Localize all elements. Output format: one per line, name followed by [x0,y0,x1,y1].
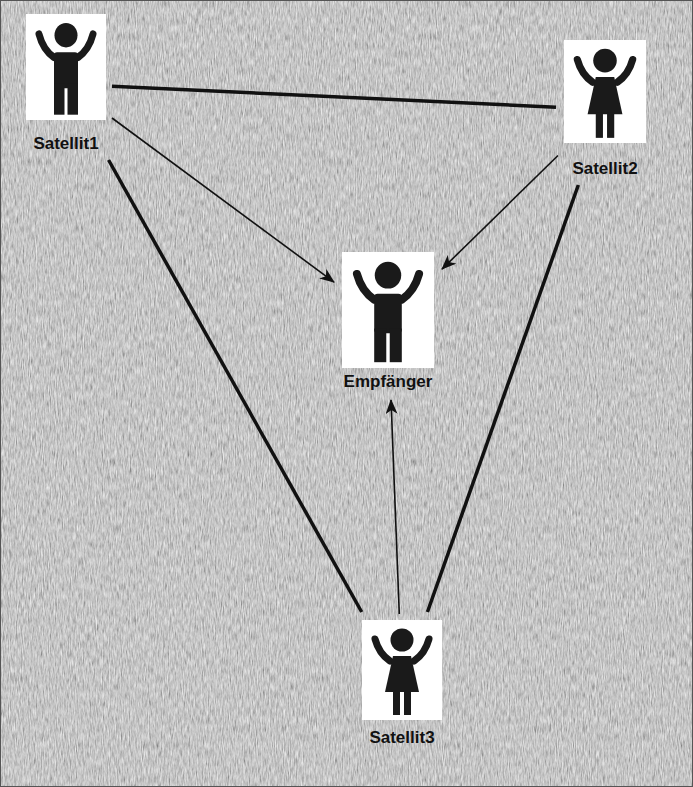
figure-leg [374,329,386,363]
icon-box [564,40,646,143]
icon-box [362,620,442,720]
figure-head [55,23,78,47]
node-label: Satellit3 [369,728,434,748]
person-node: Satellit2 [564,40,646,179]
person-figure [375,629,429,716]
figure-body [54,52,78,88]
figure-arm [78,34,93,57]
figure-body [374,294,402,333]
figure-arm [617,60,632,83]
node-label: Satellit1 [33,134,98,154]
figure-dress [385,656,419,692]
figure-arm [357,274,374,300]
person-figure [577,49,632,138]
link-line [427,185,578,612]
signal-arrow [391,400,399,614]
icon-box [342,252,434,368]
figure-leg [404,690,411,715]
person-icon [564,40,646,143]
link-line [109,160,362,612]
icon-box [26,14,106,120]
figure-leg [596,112,603,138]
node-label: Satellit2 [572,159,637,179]
signal-arrow [112,118,334,282]
figure-head [593,49,617,73]
person-figure [357,262,419,362]
person-icon [362,620,442,720]
figure-leg [393,690,400,715]
figure-leg [607,112,614,138]
figure-arm [577,60,592,83]
figure-head [375,262,401,289]
figure-leg [68,84,79,115]
node-label: Empfänger [344,372,433,392]
figure-head [391,629,414,652]
person-icon [342,252,434,368]
signal-arrow [442,156,558,270]
figure-arm [414,639,429,661]
link-line [112,86,556,107]
figure-leg [54,84,65,115]
person-node: Satellit3 [362,620,442,748]
figure-arm [375,639,390,661]
person-node: Empfänger [342,252,434,392]
figure-dress [588,77,623,114]
person-icon [26,14,106,120]
person-figure [39,23,93,115]
person-node: Satellit1 [26,14,106,154]
figure-arm [39,34,54,57]
figure-leg [390,329,402,363]
figure-arm [402,274,419,300]
